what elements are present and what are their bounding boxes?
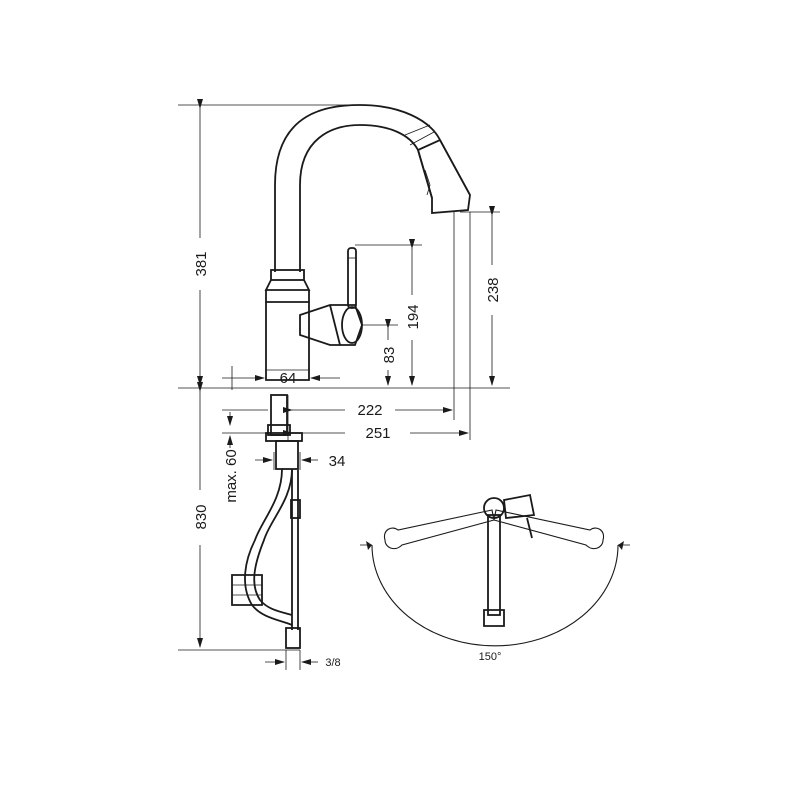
supply-hose xyxy=(244,468,293,626)
reference-lines xyxy=(178,104,510,651)
faucet-body xyxy=(265,302,310,381)
dim-222-label: 222 xyxy=(357,402,382,419)
spray-head xyxy=(416,138,471,214)
mounting-shank xyxy=(270,394,288,436)
dim-830-label: 830 xyxy=(193,504,210,529)
dim-381-label: 381 xyxy=(193,251,210,276)
swivel-arc xyxy=(371,544,619,647)
lever-housing xyxy=(299,304,363,346)
dim-251-label: 251 xyxy=(365,425,390,442)
dimension-lines xyxy=(197,99,495,670)
dim-194-label: 194 xyxy=(405,304,422,329)
spout-position-right xyxy=(493,509,605,550)
spout-position-left xyxy=(383,509,495,550)
dim-thread-label: 3/8 xyxy=(325,657,340,669)
faucet-side-view xyxy=(231,104,471,649)
spout-position-center xyxy=(487,514,501,616)
body-collar xyxy=(270,269,305,281)
dim-34-label: 34 xyxy=(329,453,346,470)
dim-64-label: 64 xyxy=(280,370,297,387)
swivel-top-view xyxy=(360,493,630,647)
thread-connector xyxy=(285,627,301,649)
dim-max-60-label: max. 60 xyxy=(223,449,240,502)
lever-handle xyxy=(347,247,357,309)
dim-238-label: 238 xyxy=(485,277,502,302)
dim-83-label: 83 xyxy=(381,347,398,364)
swivel-angle-label: 150° xyxy=(479,651,502,663)
spout-gooseneck xyxy=(274,104,471,272)
